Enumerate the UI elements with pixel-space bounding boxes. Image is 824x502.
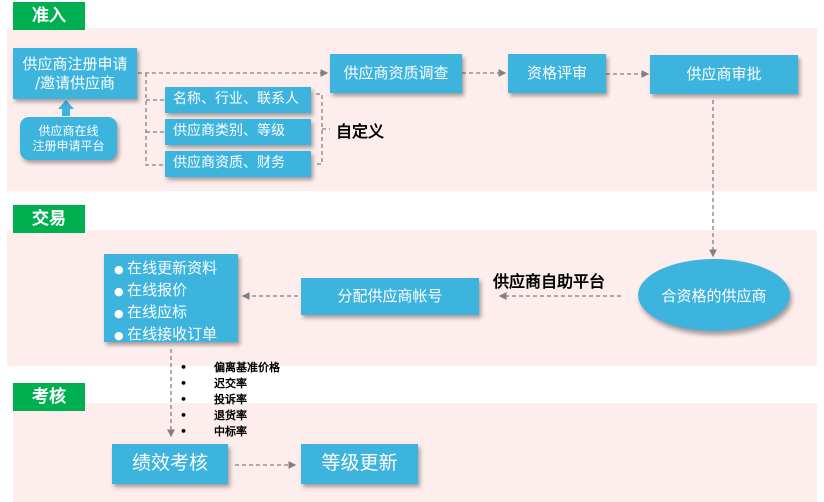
online-functions-box[interactable]: 在线更新资料 在线报价 在线应标 在线接收订单	[104, 254, 238, 343]
kpi-list: 偏离基准价格 迟交率 投诉率 退货率 中标率	[180, 360, 280, 440]
performance-box[interactable]: 绩效考核	[112, 444, 228, 484]
kpi-item: 投诉率	[180, 392, 280, 408]
section-tag-trade: 交易	[13, 205, 85, 233]
qualified-supplier-ellipse[interactable]: 合资格的供应商	[638, 259, 790, 331]
section-tag-admission: 准入	[13, 2, 85, 30]
investigation-box[interactable]: 供应商资质调查	[330, 54, 462, 93]
kpi-item: 中标率	[180, 424, 280, 440]
section-tag-assessment: 考核	[13, 383, 85, 411]
field-box-category-grade[interactable]: 供应商类别、等级	[165, 119, 311, 145]
custom-label: 自定义	[336, 122, 385, 141]
grade-update-box[interactable]: 等级更新	[301, 444, 418, 484]
field-box-qualification-finance[interactable]: 供应商资质、财务	[165, 151, 311, 177]
approval-box[interactable]: 供应商审批	[650, 55, 798, 94]
function-item: 在线接收订单	[114, 324, 238, 346]
register-box[interactable]: 供应商注册申请 /邀请供应商	[13, 48, 137, 99]
up-arrow-icon	[58, 100, 74, 116]
assign-account-box[interactable]: 分配供应商帐号	[301, 278, 479, 315]
bracket-fields-right	[316, 93, 323, 165]
field-box-name-industry-contact[interactable]: 名称、行业、联系人	[165, 87, 311, 113]
function-item: 在线更新资料	[114, 258, 238, 280]
bracket-fields-left	[145, 73, 164, 166]
kpi-item: 退货率	[180, 408, 280, 424]
function-item: 在线应标	[114, 302, 238, 324]
kpi-item: 迟交率	[180, 376, 280, 392]
function-item: 在线报价	[114, 280, 238, 302]
online-platform-box[interactable]: 供应商在线 注册申请平台	[20, 117, 117, 160]
review-box[interactable]: 资格评审	[508, 54, 606, 93]
kpi-item: 偏离基准价格	[180, 360, 280, 376]
self-service-label: 供应商自助平台	[493, 272, 606, 291]
